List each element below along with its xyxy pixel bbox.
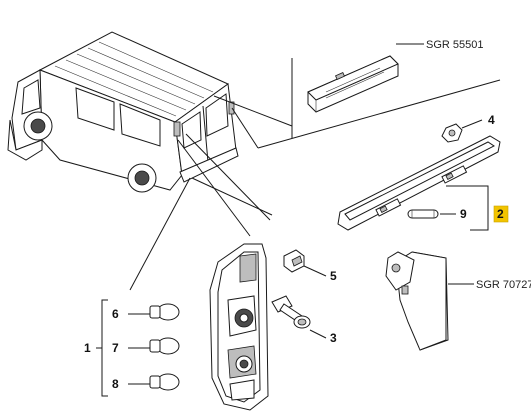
bulb-part-7 [149,337,180,355]
bracket-part-1 [101,299,108,397]
callout-7: 7 [112,341,119,355]
callout-6: 6 [112,307,119,321]
festoon-bulb-part-9 [407,209,439,219]
callout-3: 3 [330,331,337,345]
bulb-part-8 [149,373,180,391]
callout-2: 2 [497,207,504,221]
callout-5: 5 [330,269,337,283]
bracket-part-2 [446,185,489,231]
bulb-holder-part-5 [283,249,305,273]
callout-1: 1 [84,341,91,355]
license-plate-light-strip [337,135,501,231]
leader-lines [129,58,501,291]
bulb-part-6 [149,303,180,321]
tail-lamp-assembly [209,243,269,411]
callout-8: 8 [112,377,119,391]
callout-9: 9 [460,207,467,221]
van-illustration [7,31,239,193]
callout-2-highlight [493,205,509,223]
third-brake-lamp [307,55,399,113]
nut-part-4 [441,123,463,143]
ref-label-sgr-55501: SGR 55501 [426,39,483,51]
side-marker-lamp [385,251,449,351]
bolt-part-3 [271,295,311,329]
callout-4: 4 [488,113,495,127]
ref-label-sgr-70727: SGR 70727 [476,279,531,291]
